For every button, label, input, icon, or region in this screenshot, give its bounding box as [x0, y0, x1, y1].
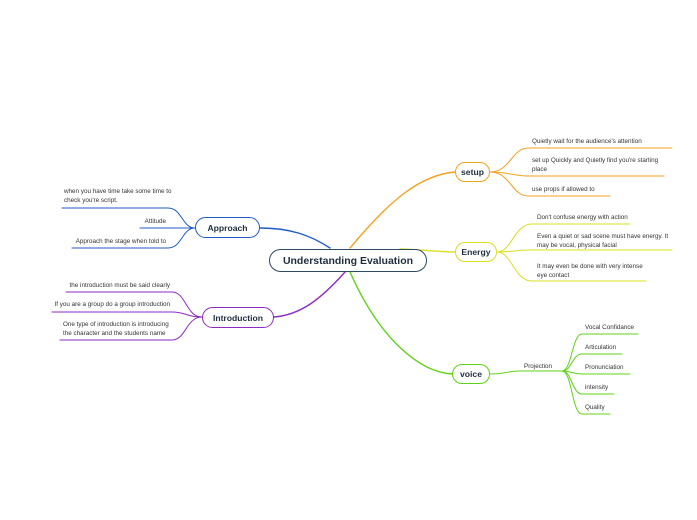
introduction-link-3 [59, 316, 203, 341]
branch-voice[interactable]: voice [452, 364, 490, 384]
central-topic[interactable]: Understanding Evaluation [269, 249, 427, 272]
projection-link-1 [561, 333, 639, 372]
approach-link-1 [61, 207, 196, 229]
introduction-link-2 [51, 311, 203, 318]
approach-item-1[interactable]: when you have time take some time to che… [64, 188, 172, 204]
approach-item-2[interactable]: Attitude [144, 218, 166, 225]
setup-link-1 [489, 147, 673, 173]
energy-link-3 [496, 251, 647, 282]
energy-link-1 [496, 223, 631, 253]
energy-item-1[interactable]: Don't confuse energy with action [537, 214, 628, 221]
introduction-item-1[interactable]: the introduction must be said clearly [69, 282, 170, 289]
branch-setup[interactable]: setup [455, 162, 490, 182]
approach-item-3[interactable]: Approach the stage when told to [75, 238, 166, 245]
projection-item-3[interactable]: Pronunciation [585, 364, 624, 371]
voice-subtopic-projection[interactable]: Projection [524, 363, 553, 370]
projection-link-2 [561, 353, 623, 372]
branch-approach[interactable]: Approach [195, 217, 260, 238]
projection-item-5[interactable]: Quality [585, 404, 605, 411]
setup-item-1[interactable]: Quietly wait for the audience's attentio… [532, 138, 642, 145]
introduction-link-1 [65, 291, 203, 318]
projection-link-5 [561, 370, 611, 415]
introduction-item-3[interactable]: One type of introduction is introducing … [63, 321, 169, 337]
connector-introduction [273, 271, 346, 318]
energy-item-2[interactable]: Even a quiet or sad scene must have ener… [537, 233, 669, 249]
energy-item-3[interactable]: It may even be done with very intense ey… [537, 263, 643, 279]
projection-item-1[interactable]: Vocal Confidance [585, 324, 635, 331]
voice-projection-link [489, 370, 563, 375]
branch-introduction[interactable]: Introduction [202, 307, 274, 328]
approach-link-3 [71, 227, 196, 249]
setup-item-2[interactable]: set up Quickly and Quietly find you're s… [532, 157, 659, 173]
setup-link-2 [489, 171, 665, 177]
connector-approach [259, 227, 331, 249]
setup-link-3 [489, 171, 611, 197]
introduction-item-2[interactable]: If you are a group do a group introducti… [54, 301, 170, 308]
projection-link-3 [561, 370, 631, 375]
projection-item-2[interactable]: Articulation [585, 344, 617, 351]
energy-link-2 [496, 249, 673, 253]
connector-voice [349, 271, 453, 375]
setup-item-3[interactable]: use props if allowed to [532, 186, 595, 193]
connector-setup [349, 171, 456, 249]
projection-item-4[interactable]: intensity [585, 384, 609, 391]
branch-energy[interactable]: Energy [455, 242, 497, 262]
